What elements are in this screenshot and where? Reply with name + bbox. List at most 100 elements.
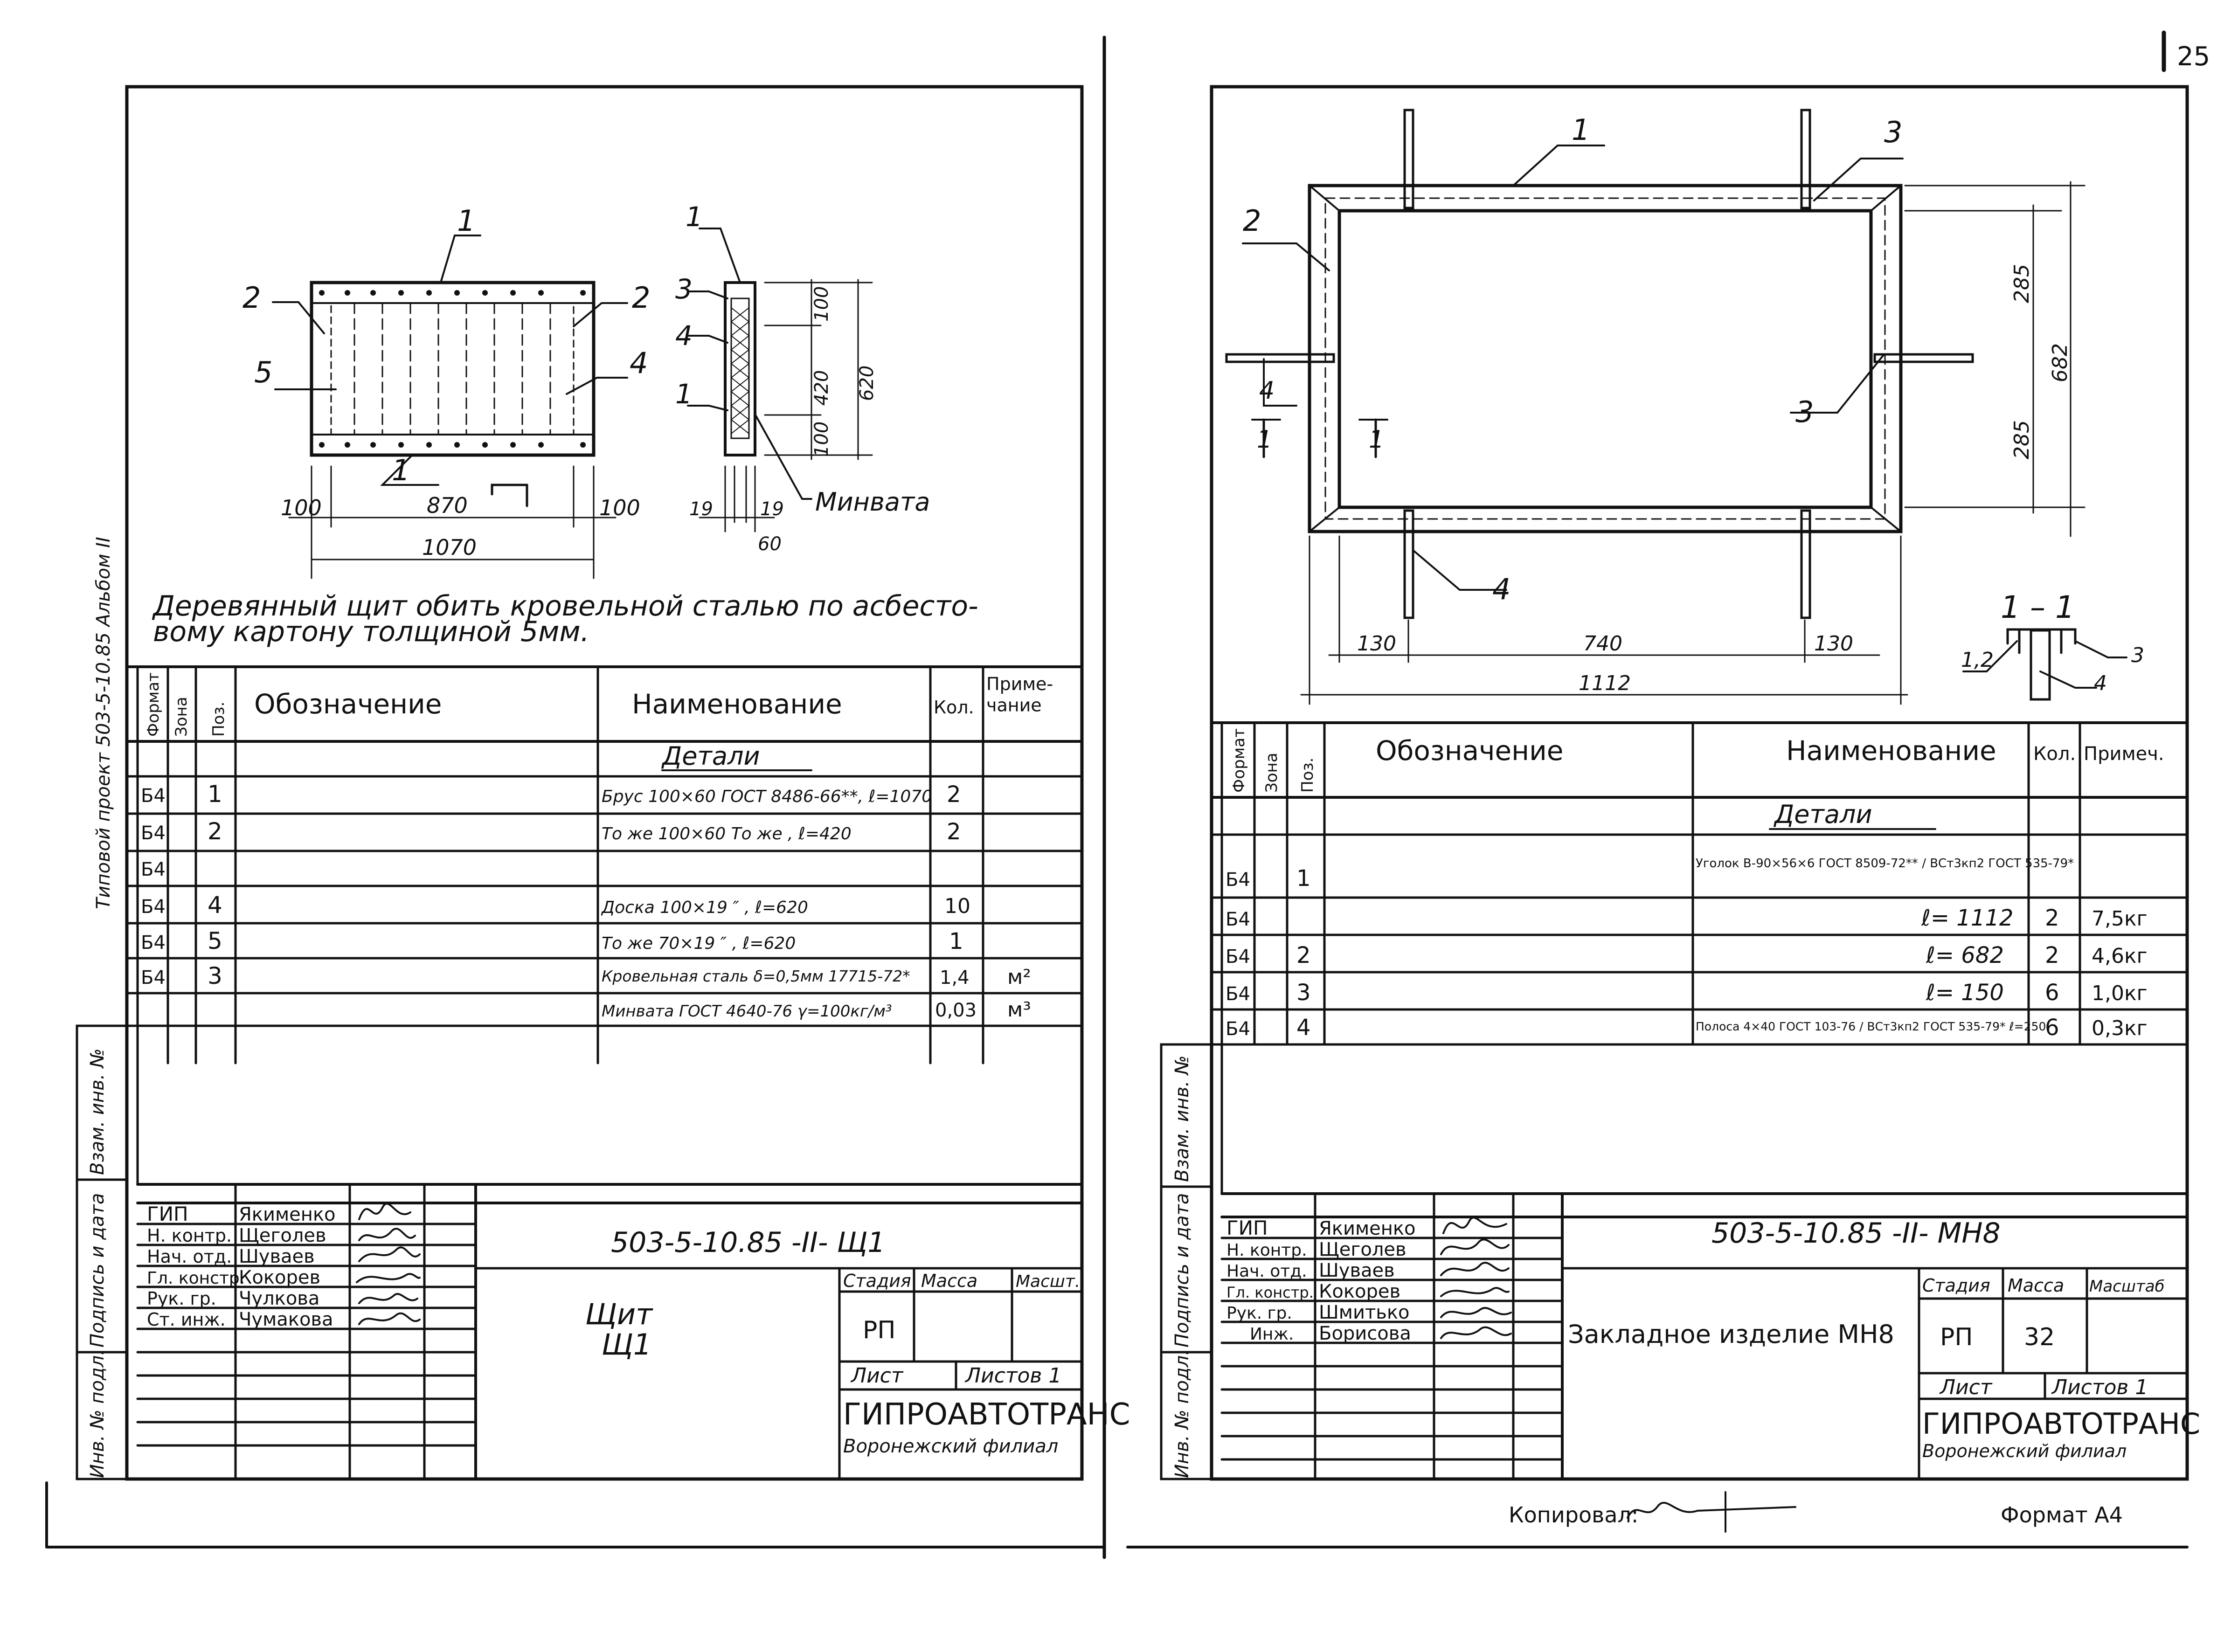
svg-text:Н. контр.: Н. контр. (1226, 1241, 1307, 1260)
svg-text:Щ1: Щ1 (602, 1327, 651, 1362)
table-row: Б4 3 Кровельная сталь δ=0,5мм 17715-72* … (141, 962, 1031, 989)
svg-text:420: 420 (811, 370, 832, 406)
svg-text:Инж.: Инж. (1250, 1325, 1294, 1344)
left-section-dims: 100 420 100 620 19 19 60 (689, 286, 878, 555)
svg-text:Б4: Б4 (141, 896, 166, 918)
right-callouts: 1 3 2 4 3 4 1 1 (1243, 113, 1902, 606)
svg-text:7,5кг: 7,5кг (2092, 907, 2148, 931)
svg-text:Щеголев: Щеголев (1319, 1239, 1406, 1260)
left-callouts: 1 2 2 5 4 1 (242, 204, 650, 487)
svg-text:Ст. инж.: Ст. инж. (147, 1309, 226, 1330)
svg-text:0,3кг: 0,3кг (2092, 1016, 2148, 1040)
svg-text:Воронежский филиал: Воронежский филиал (843, 1436, 1058, 1457)
left-note-line-1: Деревянный щит обить кровельной сталью п… (152, 590, 978, 622)
left-title-block (136, 1183, 1083, 1480)
svg-text:2: 2 (1243, 204, 1261, 238)
panel-inner-boards (330, 302, 575, 435)
left-spec-table (125, 665, 1083, 1186)
format-label: Формат А4 (2001, 1502, 2123, 1528)
svg-text:3: 3 (1795, 395, 1814, 429)
left-frame (125, 85, 1084, 1481)
svg-text:Б4: Б4 (141, 967, 166, 988)
left-section-drawing (687, 228, 873, 532)
header-qty: Кол. (934, 697, 974, 718)
left-note-line-2: вому картону толщиной 5мм. (153, 615, 589, 648)
svg-text:6: 6 (2045, 1015, 2059, 1041)
header-zone: Зона (172, 697, 191, 737)
svg-text:620: 620 (856, 366, 878, 401)
svg-text:То же 100×60 То же , ℓ=420: То же 100×60 То же , ℓ=420 (602, 824, 852, 843)
svg-text:Щит: Щит (585, 1297, 653, 1331)
svg-text:Кол.: Кол. (2033, 743, 2076, 765)
right-side-strip (1160, 1043, 1213, 1480)
svg-text:1: 1 (949, 928, 963, 954)
svg-text:м³: м³ (1007, 998, 1031, 1022)
svg-text:Б4: Б4 (1226, 946, 1250, 968)
svg-text:3: 3 (2131, 643, 2144, 667)
table-row: Минвата ГОСТ 4640-76 γ=100кг/м³ 0,03 м³ (602, 998, 1031, 1022)
svg-text:Листов 1: Листов 1 (964, 1364, 1061, 1388)
svg-text:Масшт.: Масшт. (1016, 1272, 1080, 1291)
header-pos: Поз. (209, 702, 228, 737)
svg-text:Подпись и дата: Подпись и дата (87, 1193, 108, 1348)
panel-outline (310, 281, 596, 457)
svg-text:100: 100 (281, 495, 322, 520)
svg-text:Б4: Б4 (1226, 983, 1250, 1005)
section-1-1 (1962, 628, 2127, 701)
table-row: Б4 3 ℓ= 150 6 1,0кг (1226, 980, 2148, 1006)
right-spec-headers: Формат Зона Поз. Обозначение Наименовани… (1230, 728, 2164, 829)
svg-text:1,2: 1,2 (1961, 648, 1994, 672)
svg-text:Примеч.: Примеч. (2084, 743, 2164, 765)
svg-text:РП: РП (1940, 1323, 1973, 1351)
callout-1-top: 1 (457, 204, 475, 238)
header-designation: Обозначение (254, 688, 442, 720)
svg-text:2: 2 (1296, 942, 1311, 968)
svg-text:682: 682 (2048, 343, 2072, 382)
frame-outer (1308, 184, 1903, 533)
svg-text:Полоса 4×40 ГОСТ 103-76 / ВСт3: Полоса 4×40 ГОСТ 103-76 / ВСт3кп2 ГОСТ 5… (1696, 1020, 2046, 1033)
right-frame-drawing (1225, 109, 2127, 705)
right-title-text: 503-5-10.85 -II- МН8 ГИП Н. контр. Нач. … (1226, 1217, 2200, 1461)
svg-text:19: 19 (689, 498, 713, 520)
table-row: Б4 1 Уголок В-90×56×6 ГОСТ 8509-72** / В… (1226, 857, 2074, 892)
svg-text:Шмитько: Шмитько (1319, 1302, 1409, 1323)
svg-text:1: 1 (675, 378, 693, 410)
right-spec-table (1210, 721, 2189, 1195)
anchor-strips (1225, 109, 1974, 619)
svg-text:Б4: Б4 (1226, 909, 1250, 930)
svg-text:3: 3 (1296, 980, 1311, 1006)
svg-text:1,0кг: 1,0кг (2092, 982, 2148, 1005)
header-format: Формат (144, 672, 163, 737)
svg-text:Минвата ГОСТ 4640-76 γ=100кг/м: Минвата ГОСТ 4640-76 γ=100кг/м³ (602, 1002, 892, 1021)
svg-text:3: 3 (1884, 115, 1902, 149)
svg-text:0,03: 0,03 (935, 1000, 977, 1021)
svg-text:3: 3 (675, 273, 693, 305)
svg-text:1: 1 (1257, 426, 1272, 454)
svg-text:Подпись и дата: Подпись и дата (1171, 1193, 1193, 1348)
svg-text:Доска 100×19 ″ , ℓ=620: Доска 100×19 ″ , ℓ=620 (601, 898, 808, 917)
right-signatures (1440, 1217, 1512, 1339)
svg-text:Щеголев: Щеголев (239, 1225, 326, 1246)
svg-text:Воронежский филиал: Воронежский филиал (1922, 1441, 2127, 1461)
svg-text:1: 1 (1296, 865, 1311, 892)
svg-text:Детали: Детали (1774, 800, 1872, 829)
svg-text:Кокорев: Кокорев (239, 1267, 320, 1288)
svg-text:Чумакова: Чумакова (239, 1309, 333, 1330)
svg-text:ГИПРОАВТОТРАНС: ГИПРОАВТОТРАНС (843, 1397, 1130, 1432)
callout-5: 5 (254, 355, 272, 389)
svg-text:Взам. инв. №: Взам. инв. № (1171, 1055, 1193, 1182)
svg-text:Масса: Масса (921, 1271, 977, 1291)
svg-text:1: 1 (1369, 426, 1384, 454)
copied-label: Копировал: (1509, 1502, 1638, 1528)
drawing-code: 503-5-10.85 -II- МН8 (1711, 1217, 2001, 1250)
svg-text:ГИП: ГИП (147, 1203, 188, 1225)
svg-text:1: 1 (686, 201, 703, 233)
callout-2-left: 2 (242, 281, 261, 315)
left-title-text: 503-5-10.85 -II- Щ1 ГИП Н. контр. Нач. о… (147, 1203, 1130, 1457)
right-frame (1210, 85, 2189, 1481)
svg-text:ГИП: ГИП (1226, 1217, 1268, 1239)
right-spec-rows: Б4 1 Уголок В-90×56×6 ГОСТ 8509-72** / В… (1226, 857, 2148, 1041)
svg-text:Наименование: Наименование (1786, 735, 1996, 767)
table-row: Б4 1 Брус 100×60 ГОСТ 8486-66**, ℓ=1070 … (141, 781, 961, 808)
